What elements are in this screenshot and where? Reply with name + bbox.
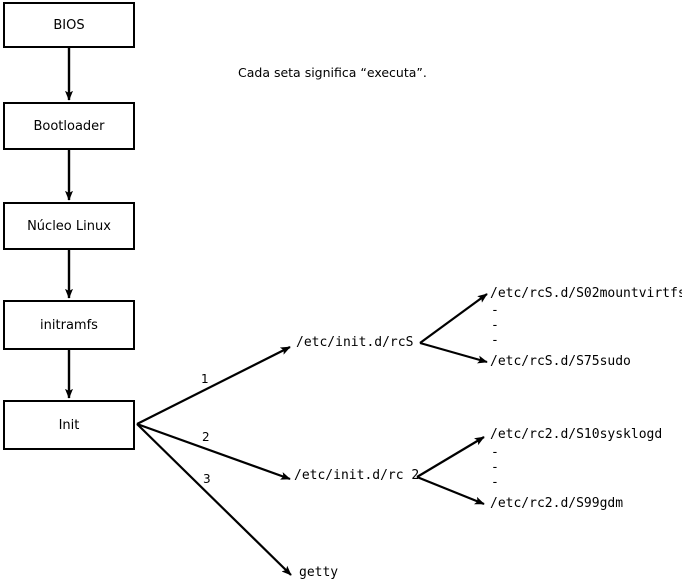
- label-rcs-last-script: /etc/rcS.d/S75sudo: [490, 354, 631, 369]
- node-bios: BIOS: [3, 2, 135, 48]
- node-initramfs: initramfs: [3, 300, 135, 350]
- node-kernel: Núcleo Linux: [3, 202, 135, 250]
- edge-number-1: 1: [201, 372, 209, 386]
- label-init-d-rcs: /etc/init.d/rcS: [296, 335, 414, 350]
- label-rcs-first-script: /etc/rcS.d/S02mountvirtfs: [490, 286, 682, 301]
- edge-rc2-to-first-script: [416, 436, 485, 478]
- label-rcs-ellipsis-3: -: [491, 333, 499, 348]
- label-rc2-ellipsis-2: -: [491, 460, 499, 475]
- node-init: Init: [3, 400, 135, 450]
- node-bootloader-label: Bootloader: [33, 118, 105, 134]
- legend-note: Cada seta significa “executa”.: [238, 65, 427, 80]
- edge-number-3: 3: [203, 472, 211, 486]
- edge-rcs-to-last-script: [419, 341, 488, 364]
- label-rc2-last-script: /etc/rc2.d/S99gdm: [490, 496, 624, 511]
- node-bootloader: Bootloader: [3, 102, 135, 150]
- label-getty: getty: [299, 565, 339, 580]
- edge-rc2-to-last-script: [416, 475, 485, 506]
- node-initramfs-label: initramfs: [40, 317, 98, 333]
- edge-number-2: 2: [202, 430, 210, 444]
- label-rcs-ellipsis-2: -: [491, 318, 499, 333]
- label-rc2-ellipsis-1: -: [491, 445, 499, 460]
- label-rc2-ellipsis-3: -: [491, 475, 499, 490]
- edge-rcs-to-first-script: [419, 293, 488, 344]
- node-init-label: Init: [58, 417, 80, 433]
- label-rcs-ellipsis-1: -: [491, 303, 499, 318]
- node-bios-label: BIOS: [53, 17, 85, 33]
- edge-init-to-rc2: [136, 422, 291, 481]
- edge-init-to-rcs: [136, 346, 291, 425]
- edge-init-to-getty: [136, 423, 292, 576]
- label-init-d-rc2: /etc/init.d/rc 2: [294, 468, 420, 483]
- node-kernel-label: Núcleo Linux: [27, 218, 111, 234]
- label-rc2-first-script: /etc/rc2.d/S10sysklogd: [490, 427, 663, 442]
